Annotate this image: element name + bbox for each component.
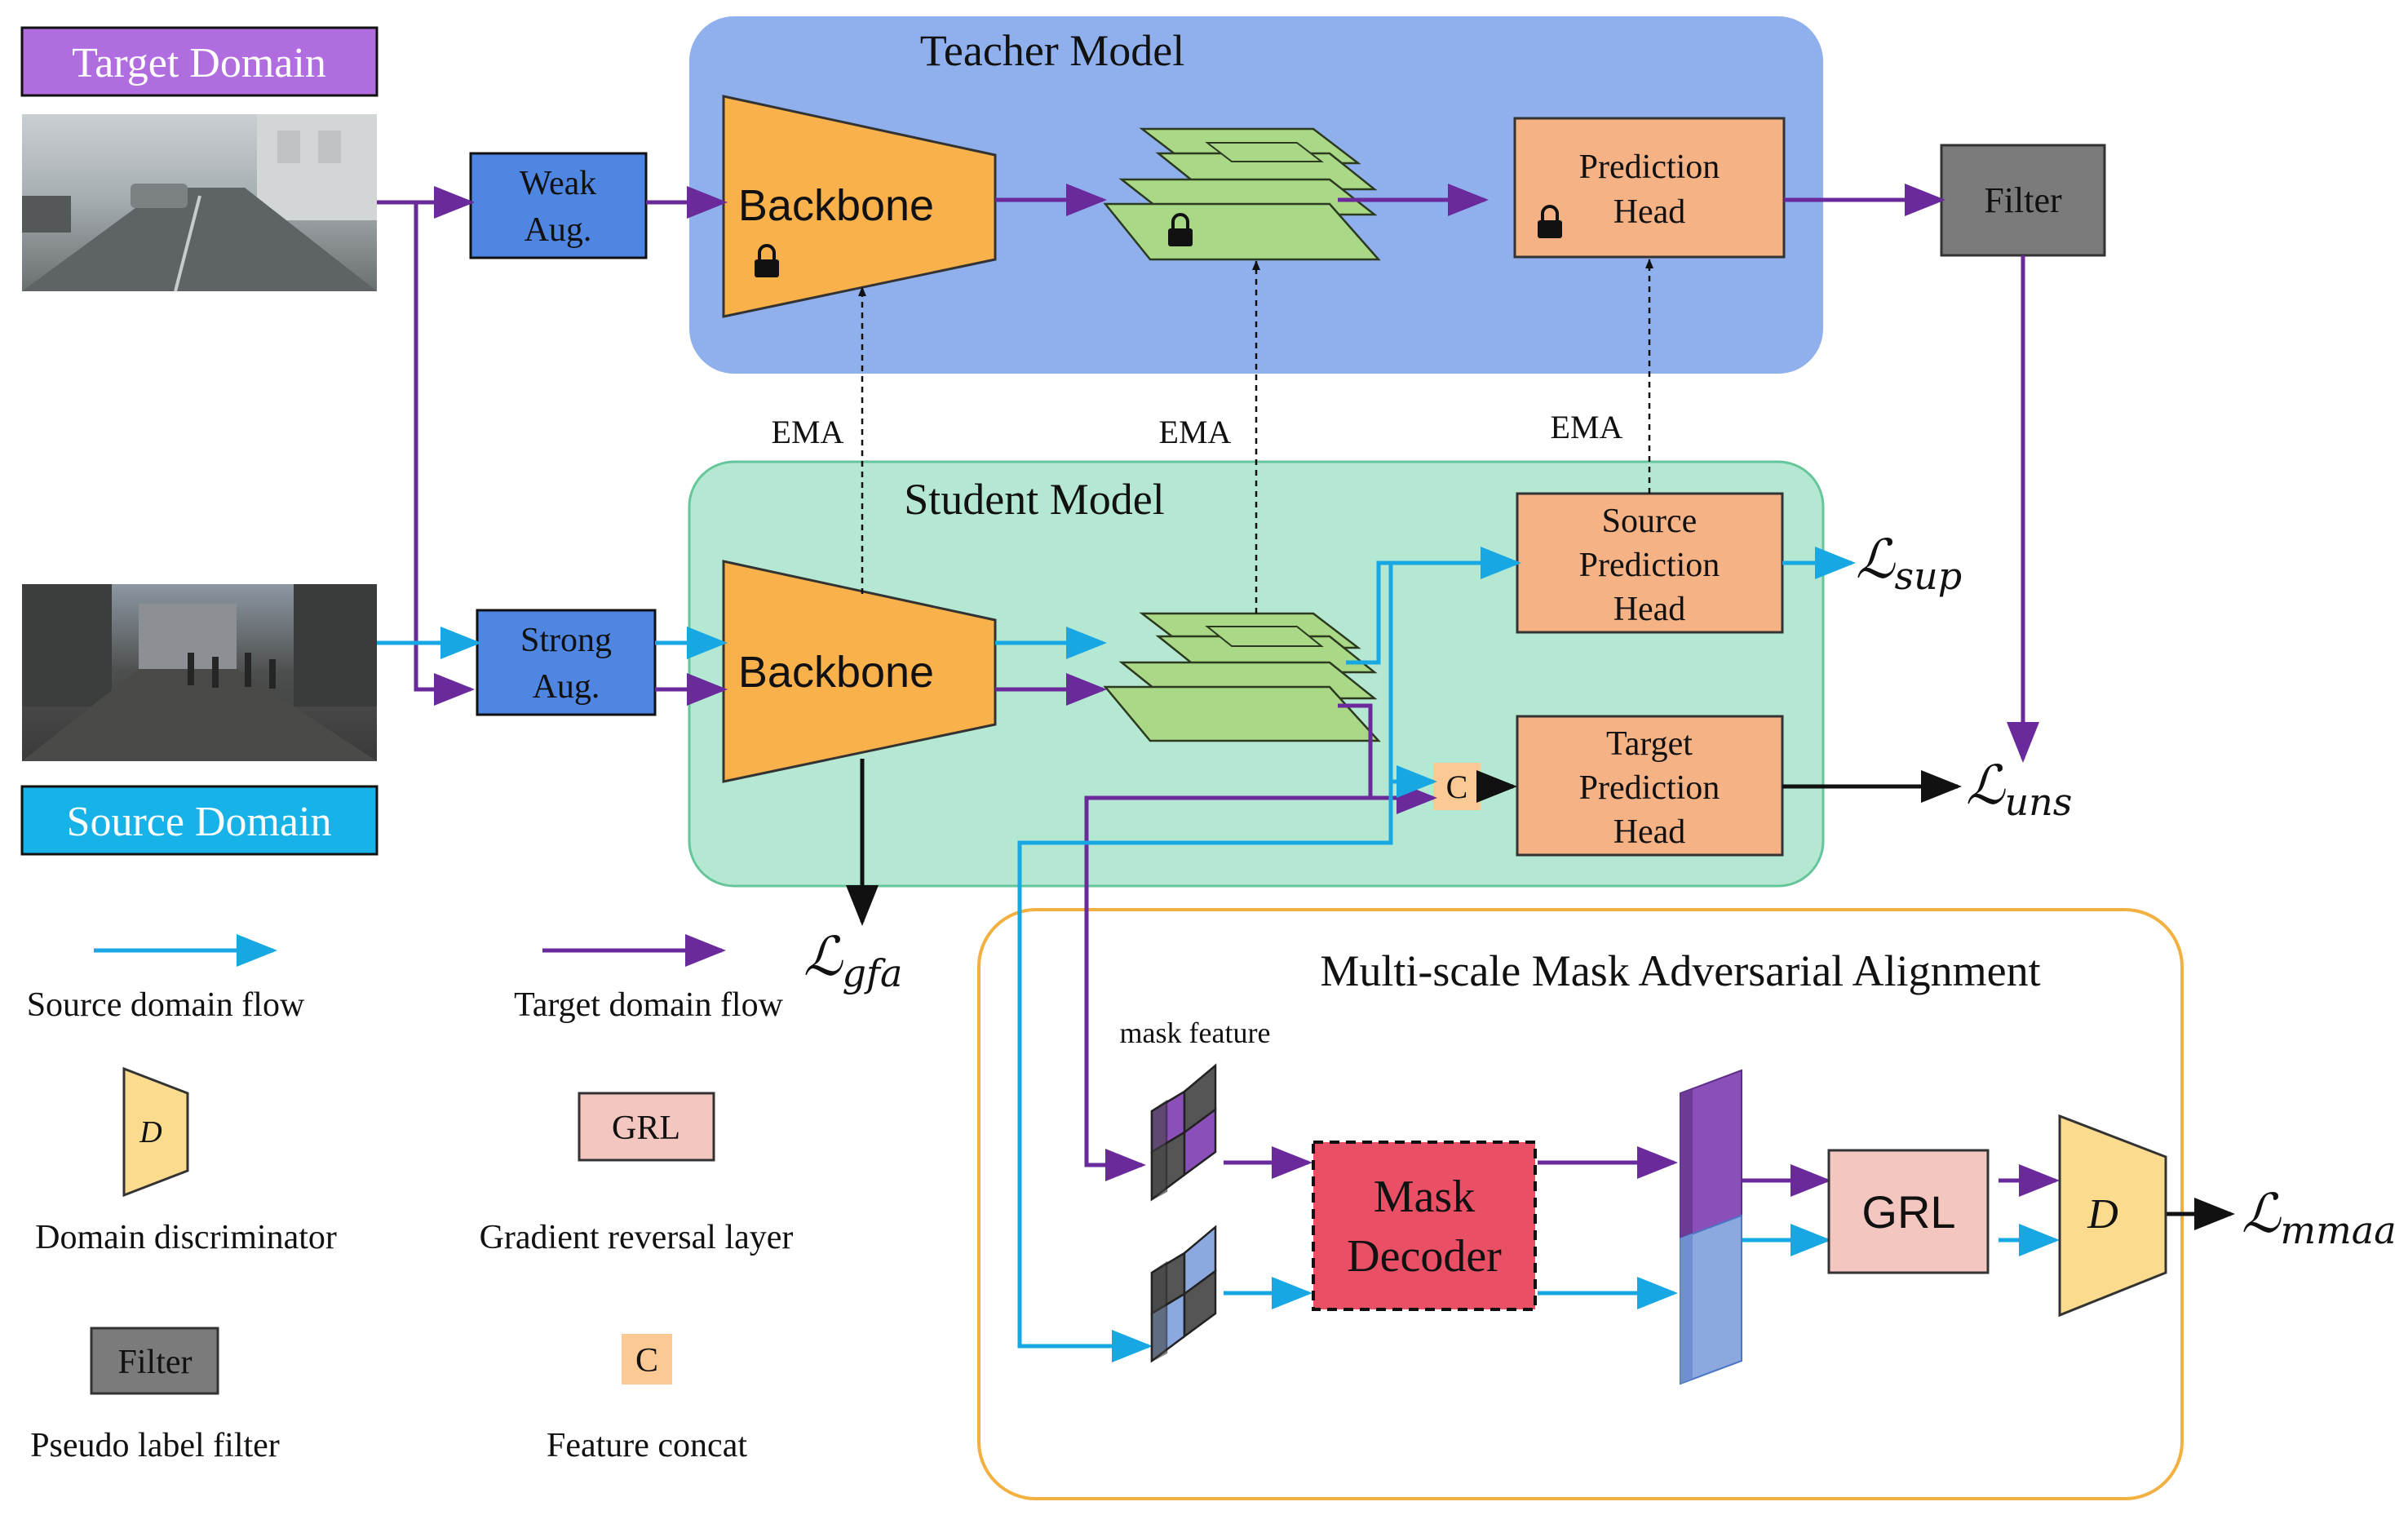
source-head-label-1: Source	[1602, 503, 1698, 540]
source-head-label-2: Prediction	[1579, 547, 1720, 584]
teacher-head-label-2: Head	[1613, 193, 1686, 231]
concat-label: C	[1446, 769, 1468, 805]
legend-concat-label: Feature concat	[547, 1427, 747, 1464]
legend-filter-symbol: Filter	[118, 1344, 193, 1381]
mask-decoder-label-2: Decoder	[1347, 1231, 1502, 1282]
mmaa-panel	[977, 908, 2184, 1500]
loss-sup: ℒsup	[1856, 528, 1962, 598]
filter-label: Filter	[1984, 180, 2062, 220]
target-flow-arrows	[377, 184, 2060, 1197]
teacher-backbone	[722, 95, 997, 318]
source-domain-image	[22, 584, 377, 761]
loss-gfa: ℒgfa	[803, 925, 902, 995]
target-prediction-head	[1516, 715, 1784, 857]
source-decoded-feature	[1680, 1214, 1742, 1385]
target-domain-label-box	[20, 26, 378, 97]
source-mask-feature	[1150, 1225, 1217, 1363]
student-feature-pyramid	[1103, 612, 1381, 742]
teacher-backbone-label: Backbone	[738, 181, 934, 230]
teacher-backbone-lock-icon	[755, 244, 779, 277]
student-backbone-label: Backbone	[738, 648, 934, 697]
legend-filter-icon	[90, 1327, 219, 1395]
legend-filter-label: Pseudo label filter	[30, 1427, 280, 1464]
legend-grl-label: Gradient reversal layer	[480, 1219, 794, 1256]
target-head-label-3: Head	[1613, 813, 1686, 851]
ema-label-2: EMA	[1159, 414, 1232, 450]
weak-aug-label-1: Weak	[520, 165, 597, 202]
ema-label-1: EMA	[772, 414, 844, 450]
student-backbone	[722, 560, 997, 783]
student-title: Student Model	[904, 475, 1165, 524]
legend-discriminator-symbol: D	[139, 1115, 162, 1150]
target-decoded-feature	[1680, 1069, 1742, 1244]
domain-discriminator	[2058, 1114, 2167, 1318]
weak-aug-label-2: Aug.	[525, 211, 592, 249]
strong-aug-label-1: Strong	[520, 622, 612, 659]
legend-discriminator-icon	[122, 1066, 189, 1198]
ema-label-3: EMA	[1551, 409, 1623, 445]
teacher-feature-lock-icon	[1168, 213, 1193, 246]
grl-box	[1827, 1149, 1990, 1274]
concat-box	[1433, 763, 1481, 810]
discriminator-label: D	[2087, 1191, 2118, 1238]
grl-label: GRL	[1861, 1186, 1955, 1238]
source-prediction-head	[1516, 492, 1784, 634]
legend-grl-icon	[578, 1092, 715, 1162]
legend-source-flow-label: Source domain flow	[27, 986, 305, 1024]
source-head-label-3: Head	[1613, 591, 1686, 628]
teacher-title: Teacher Model	[920, 26, 1185, 75]
legend-concat-icon	[622, 1334, 672, 1384]
source-domain-label: Source Domain	[67, 799, 332, 845]
target-head-label-1: Target	[1606, 725, 1693, 763]
legend-concat-symbol: C	[635, 1342, 658, 1380]
output-arrows	[846, 759, 2235, 1230]
target-domain-image	[22, 114, 377, 292]
strong-aug-label-2: Aug.	[533, 668, 600, 706]
mask-feature-label: mask feature	[1120, 1017, 1271, 1049]
teacher-head-lock-icon	[1538, 205, 1562, 238]
filter-box	[1940, 144, 2106, 257]
mmaa-title: Multi-scale Mask Adversarial Alignment	[1320, 946, 2040, 995]
legend-discriminator-label: Domain discriminator	[35, 1219, 337, 1256]
target-mask-feature	[1150, 1063, 1217, 1202]
loss-uns: ℒuns	[1966, 754, 2072, 824]
target-domain-label: Target Domain	[72, 40, 326, 86]
mask-decoder-box	[1312, 1141, 1537, 1311]
source-flow-arrows	[377, 547, 2060, 1362]
teacher-head-label-1: Prediction	[1579, 148, 1720, 186]
strong-aug-box	[476, 609, 657, 716]
loss-mmaa: ℒmmaa	[2242, 1182, 2397, 1252]
source-domain-label-box	[20, 785, 378, 856]
target-head-label-2: Prediction	[1579, 769, 1720, 807]
legend-grl-symbol: GRL	[612, 1110, 680, 1147]
legend-target-flow-label: Target domain flow	[514, 986, 784, 1024]
mask-decoder-label-1: Mask	[1374, 1172, 1475, 1222]
